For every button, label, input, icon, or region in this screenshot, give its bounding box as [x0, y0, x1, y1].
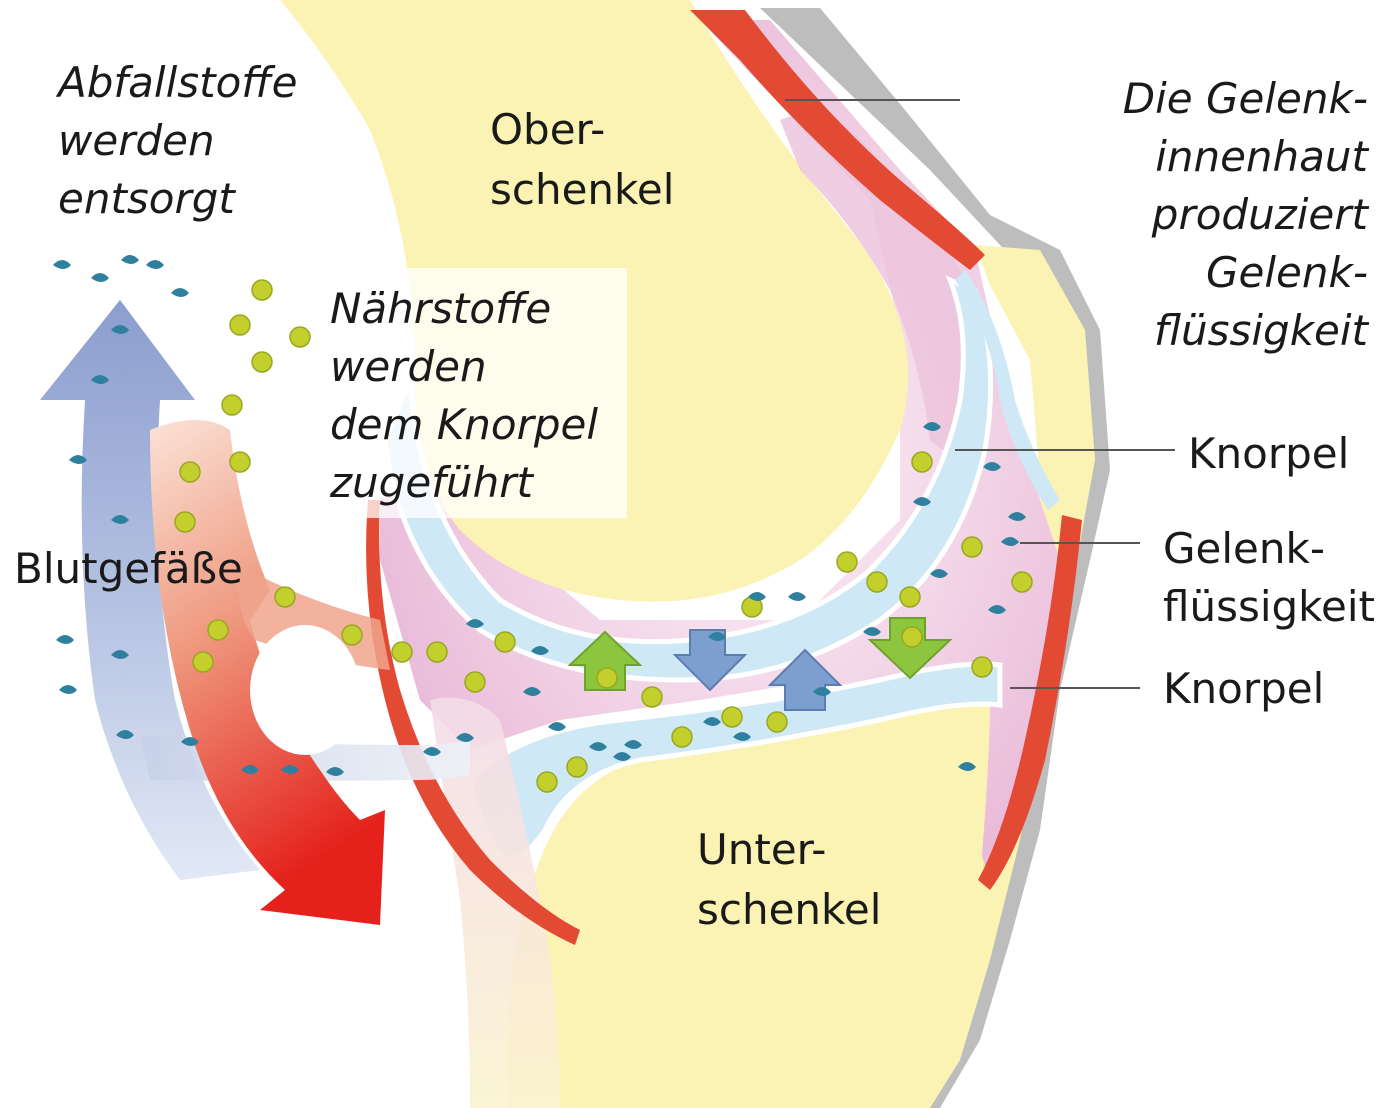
- nutrient-particle: [230, 452, 250, 472]
- label-waste-removal: Abfallstoffe werden entsorgt: [58, 54, 297, 228]
- nutrient-particle: [597, 668, 617, 688]
- nutrient-particle: [290, 327, 310, 347]
- nutrient-particle: [427, 642, 447, 662]
- nutrient-particle: [208, 620, 228, 640]
- nutrient-particle: [567, 757, 587, 777]
- nutrient-particle: [222, 395, 242, 415]
- nutrient-particle: [342, 625, 362, 645]
- nutrient-particle: [465, 672, 485, 692]
- nutrient-particle: [537, 772, 557, 792]
- nutrient-particle: [642, 687, 662, 707]
- nutrient-particle: [275, 587, 295, 607]
- waste-particle: [59, 685, 77, 694]
- nutrient-particle: [722, 707, 742, 727]
- nutrient-particle: [767, 712, 787, 732]
- label-cartilage-upper: Knorpel: [1188, 425, 1349, 483]
- label-synovial-membrane: Die Gelenk- innenhaut produziert Gelenk-…: [990, 70, 1368, 360]
- nutrient-particle: [867, 572, 887, 592]
- nutrient-particle: [672, 727, 692, 747]
- nutrient-particle: [962, 537, 982, 557]
- waste-particle: [53, 260, 71, 269]
- nutrient-particle: [230, 315, 250, 335]
- waste-particle: [146, 260, 164, 269]
- waste-particle: [171, 288, 189, 297]
- nutrient-particle: [252, 352, 272, 372]
- nutrient-particle: [900, 587, 920, 607]
- label-femur: Ober- schenkel: [490, 100, 674, 220]
- nutrient-particle: [972, 657, 992, 677]
- label-cartilage-lower: Knorpel: [1163, 660, 1324, 718]
- nutrient-particle: [252, 280, 272, 300]
- label-synovial-fluid: Gelenk- flüssigkeit: [1163, 520, 1375, 636]
- nutrient-particle: [1012, 572, 1032, 592]
- nutrient-particle: [180, 462, 200, 482]
- label-tibia: Unter- schenkel: [697, 820, 881, 940]
- waste-particle: [91, 273, 109, 282]
- nutrient-particle: [912, 452, 932, 472]
- waste-particle: [56, 635, 74, 644]
- nutrient-particle: [193, 652, 213, 672]
- label-blood-vessels: Blutgefäße: [14, 540, 243, 598]
- waste-particle: [788, 592, 806, 601]
- nutrient-particle: [902, 627, 922, 647]
- label-nutrient-supply: Nährstoffe werden dem Knorpel zugeführt: [330, 280, 598, 512]
- nutrient-particle: [175, 512, 195, 532]
- nutrient-particle: [392, 642, 412, 662]
- nutrient-particle: [837, 552, 857, 572]
- waste-particle: [121, 255, 139, 264]
- artery-loop-gap: [250, 625, 360, 755]
- nutrient-particle: [495, 632, 515, 652]
